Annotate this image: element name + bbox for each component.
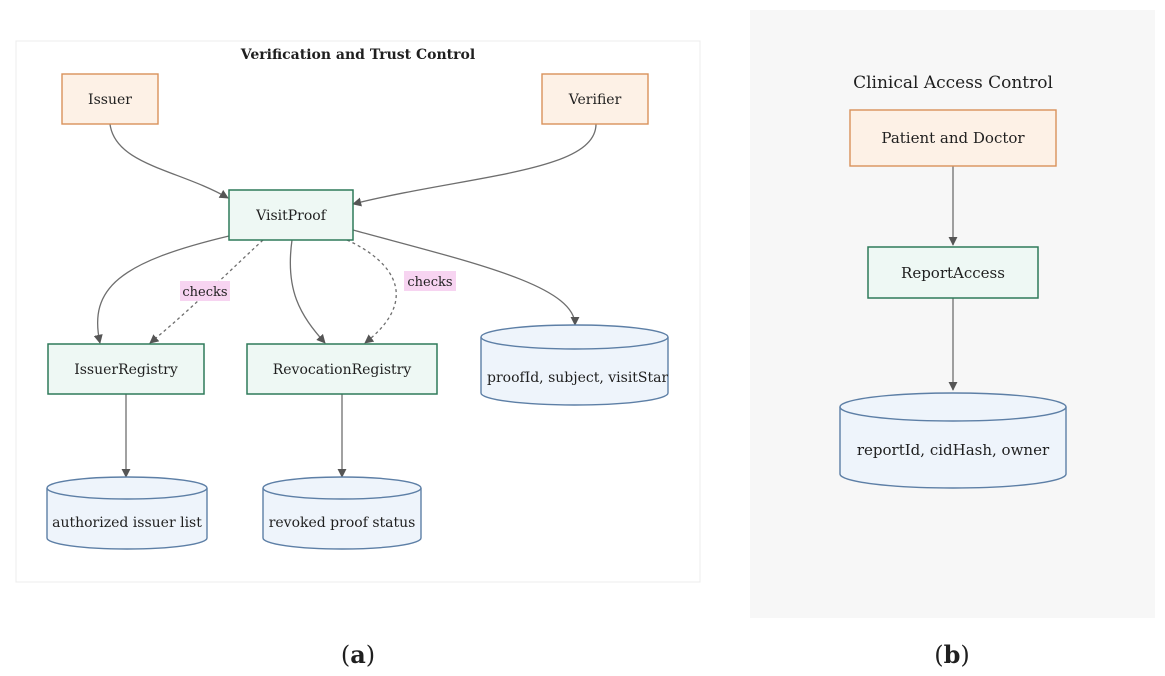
revocationregistry-label: RevocationRegistry bbox=[273, 362, 412, 378]
checks-label-bg-revocation bbox=[404, 271, 456, 291]
caption-b-letter: b bbox=[944, 640, 961, 669]
issuerregistry-node bbox=[47, 343, 205, 395]
checks-label-bg-issuer bbox=[180, 281, 230, 301]
revocationregistry-node bbox=[246, 343, 438, 395]
issuerlist-node bbox=[46, 476, 208, 550]
issuerregistry-label: IssuerRegistry bbox=[74, 362, 178, 378]
patientdoctor-label: Patient and Doctor bbox=[881, 129, 1025, 147]
panel-b: Clinical Access Control Patient and Doct… bbox=[750, 10, 1155, 618]
caption-a: (a) bbox=[341, 640, 375, 669]
patientdoctor-node bbox=[849, 109, 1057, 167]
panel-b-title: Clinical Access Control bbox=[853, 73, 1053, 93]
edge-visitproof-proofstore bbox=[352, 229, 580, 326]
svg-text:(a): (a) bbox=[341, 640, 375, 669]
reportstore-label: reportId, cidHash, owner bbox=[857, 441, 1050, 459]
reportstore-node bbox=[839, 392, 1067, 489]
issuer-node bbox=[61, 73, 159, 125]
reportaccess-node bbox=[867, 246, 1039, 299]
panel-a-title: Verification and Trust Control bbox=[240, 47, 475, 63]
visitproof-label: VisitProof bbox=[255, 208, 328, 224]
reportaccess-label: ReportAccess bbox=[901, 264, 1005, 282]
checks-label-revocation: checks bbox=[407, 275, 452, 290]
edge-visitproof-issuerregistry bbox=[93, 235, 230, 344]
edge-visitproof-revocationregistry-check bbox=[346, 239, 397, 344]
proofstatus-node bbox=[262, 476, 422, 550]
proofstore-node bbox=[480, 324, 669, 406]
edge-visitproof-revocationregistry bbox=[289, 239, 326, 344]
caption-b: (b) bbox=[934, 640, 970, 669]
verifier-label: Verifier bbox=[568, 92, 622, 108]
issuerlist-label: authorized issuer list bbox=[52, 515, 202, 531]
caption-a-letter: a bbox=[350, 640, 366, 669]
issuer-label: Issuer bbox=[88, 92, 132, 108]
checks-label-issuer: checks bbox=[182, 285, 227, 300]
verifier-node bbox=[541, 73, 649, 125]
proofstatus-label: revoked proof status bbox=[269, 515, 416, 531]
panel-a-edges bbox=[93, 123, 597, 478]
visitproof-node bbox=[228, 189, 354, 241]
svg-text:(b): (b) bbox=[934, 640, 970, 669]
proofstore-label: proofId, subject, visitStar bbox=[487, 370, 668, 386]
edge-issuer-visitproof bbox=[109, 123, 229, 199]
edge-verifier-visitproof bbox=[352, 123, 597, 207]
panel-a: Verification and Trust Control checks ch… bbox=[15, 40, 701, 583]
